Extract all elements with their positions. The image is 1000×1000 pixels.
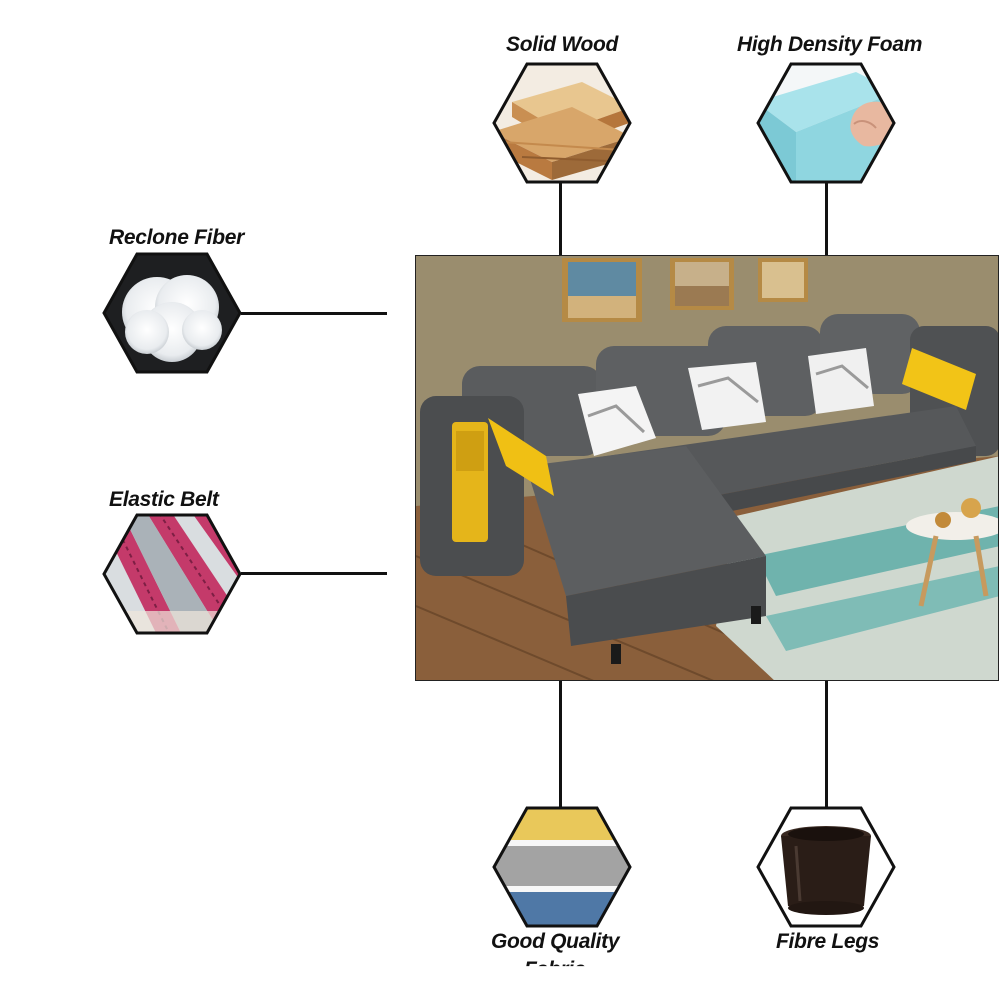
elastic-belt-icon xyxy=(102,513,242,635)
wall-painting xyxy=(670,258,734,310)
wood-planks-icon xyxy=(492,62,632,184)
foam-block-icon xyxy=(756,62,896,184)
belt-connector xyxy=(241,572,387,575)
good-quality-fabric-label: Good Quality xyxy=(491,930,620,954)
high-density-foam-label: High Density Foam xyxy=(737,33,923,56)
sofa-leg-icon xyxy=(756,806,896,928)
wall-painting xyxy=(562,258,642,322)
reclone-fiber-label: Reclone Fiber xyxy=(109,226,244,249)
foam-connector xyxy=(825,181,828,255)
solid-wood-connector xyxy=(559,181,562,255)
fiber-connector xyxy=(241,312,387,315)
wall-painting xyxy=(758,258,808,302)
fibre-legs-label: Fibre Legs xyxy=(776,930,880,953)
fabric-connector xyxy=(559,681,562,807)
solid-wood-label: Solid Wood xyxy=(506,33,619,56)
legs-connector xyxy=(825,681,828,807)
fabric-swatch-icon xyxy=(492,806,632,928)
fiber-cotton-icon xyxy=(102,252,242,374)
elastic-belt-label: Elastic Belt xyxy=(109,488,219,511)
good-quality-fabric-label-line2: Fabric xyxy=(524,958,586,981)
good-quality-fabric-label-line1: Good Quality xyxy=(491,930,620,953)
sofa-product-image xyxy=(415,255,999,681)
